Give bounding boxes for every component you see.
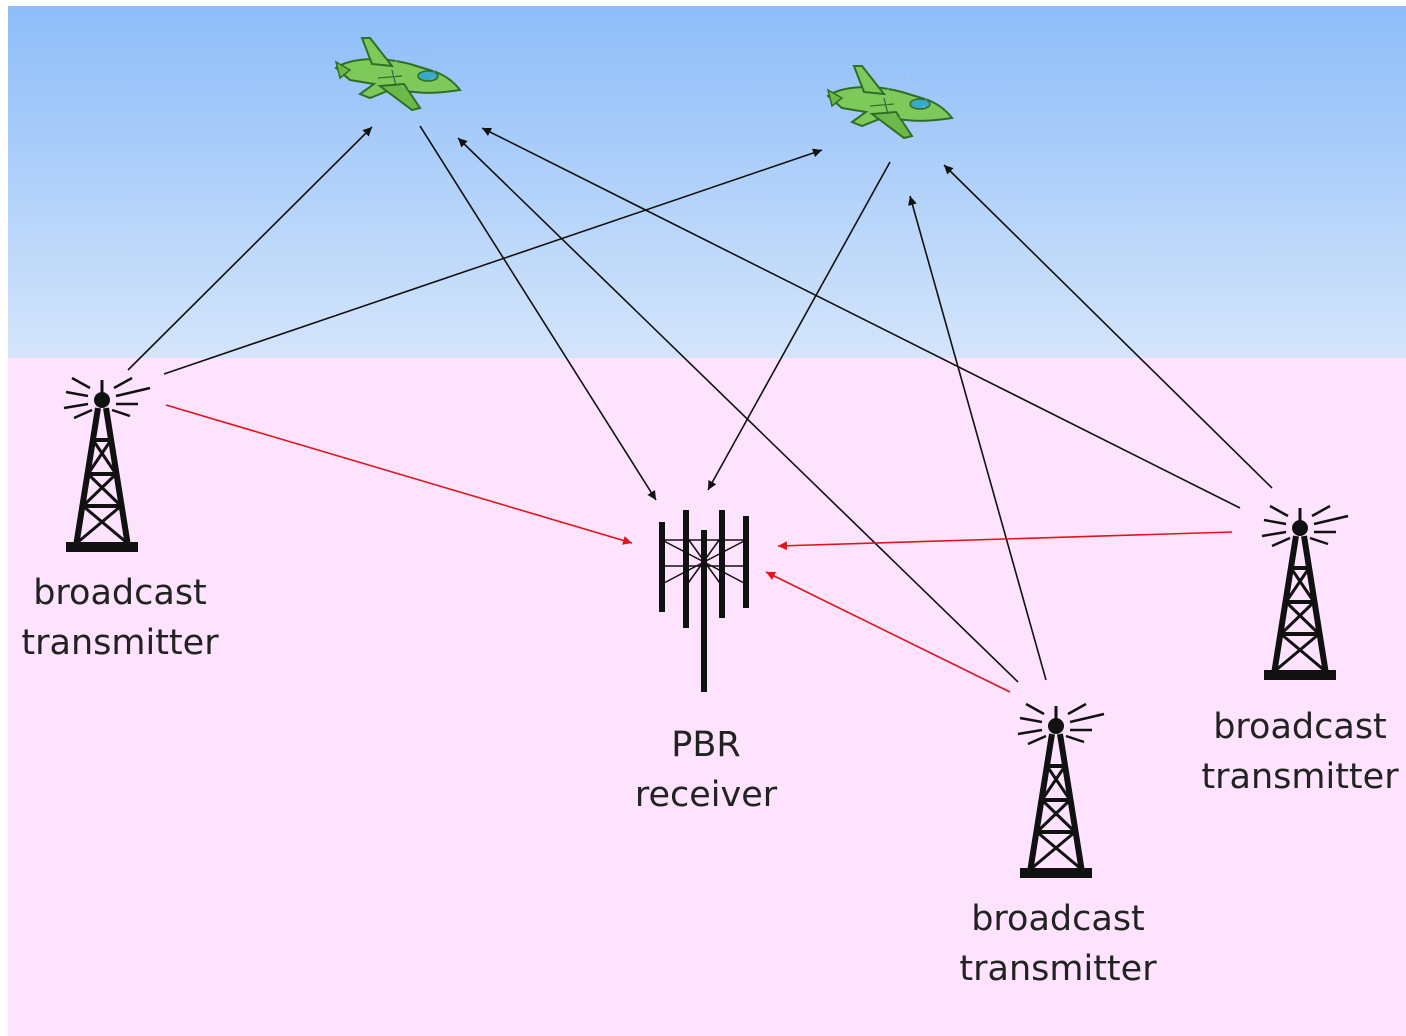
transmitter-label-line2: transmitter xyxy=(1201,757,1399,797)
path-jet2-to-receiver xyxy=(707,161,891,491)
path-jet1-to-receiver xyxy=(419,125,657,501)
receiver-label-line2: receiver xyxy=(634,775,778,815)
path-txleft-to-jet1 xyxy=(127,126,373,371)
transmitter-label-line1: broadcast xyxy=(1213,707,1387,747)
receiver-label: PBR receiver xyxy=(635,720,777,820)
echo-paths xyxy=(127,125,1273,683)
receiver-label-line1: PBR xyxy=(671,725,741,765)
transmitter-label-line1: broadcast xyxy=(971,899,1145,939)
transmitter-label-line2: transmitter xyxy=(21,623,219,663)
direct-path-txbottom xyxy=(765,571,1011,693)
sky-background xyxy=(8,6,1406,358)
direct-path-txleft xyxy=(165,404,633,545)
direct-paths xyxy=(165,404,1233,693)
path-txleft-to-jet2 xyxy=(163,148,823,375)
transmitter-label-left: broadcast transmitter xyxy=(21,568,218,668)
receiver-antenna-icon xyxy=(659,510,749,692)
transmitter-label-line2: transmitter xyxy=(959,949,1157,989)
path-txright-to-jet1 xyxy=(481,127,1241,509)
transmitter-label-right: broadcast transmitter xyxy=(1201,702,1398,802)
transmitter-label-bottom: broadcast transmitter xyxy=(959,894,1156,994)
direct-path-txright xyxy=(777,531,1233,551)
path-txright-to-jet2 xyxy=(943,164,1273,489)
path-txbottom-to-jet1 xyxy=(457,137,1019,683)
path-txbottom-to-jet2 xyxy=(908,195,1047,681)
transmitter-label-line1: broadcast xyxy=(33,573,207,613)
ground-background xyxy=(8,358,1406,1036)
